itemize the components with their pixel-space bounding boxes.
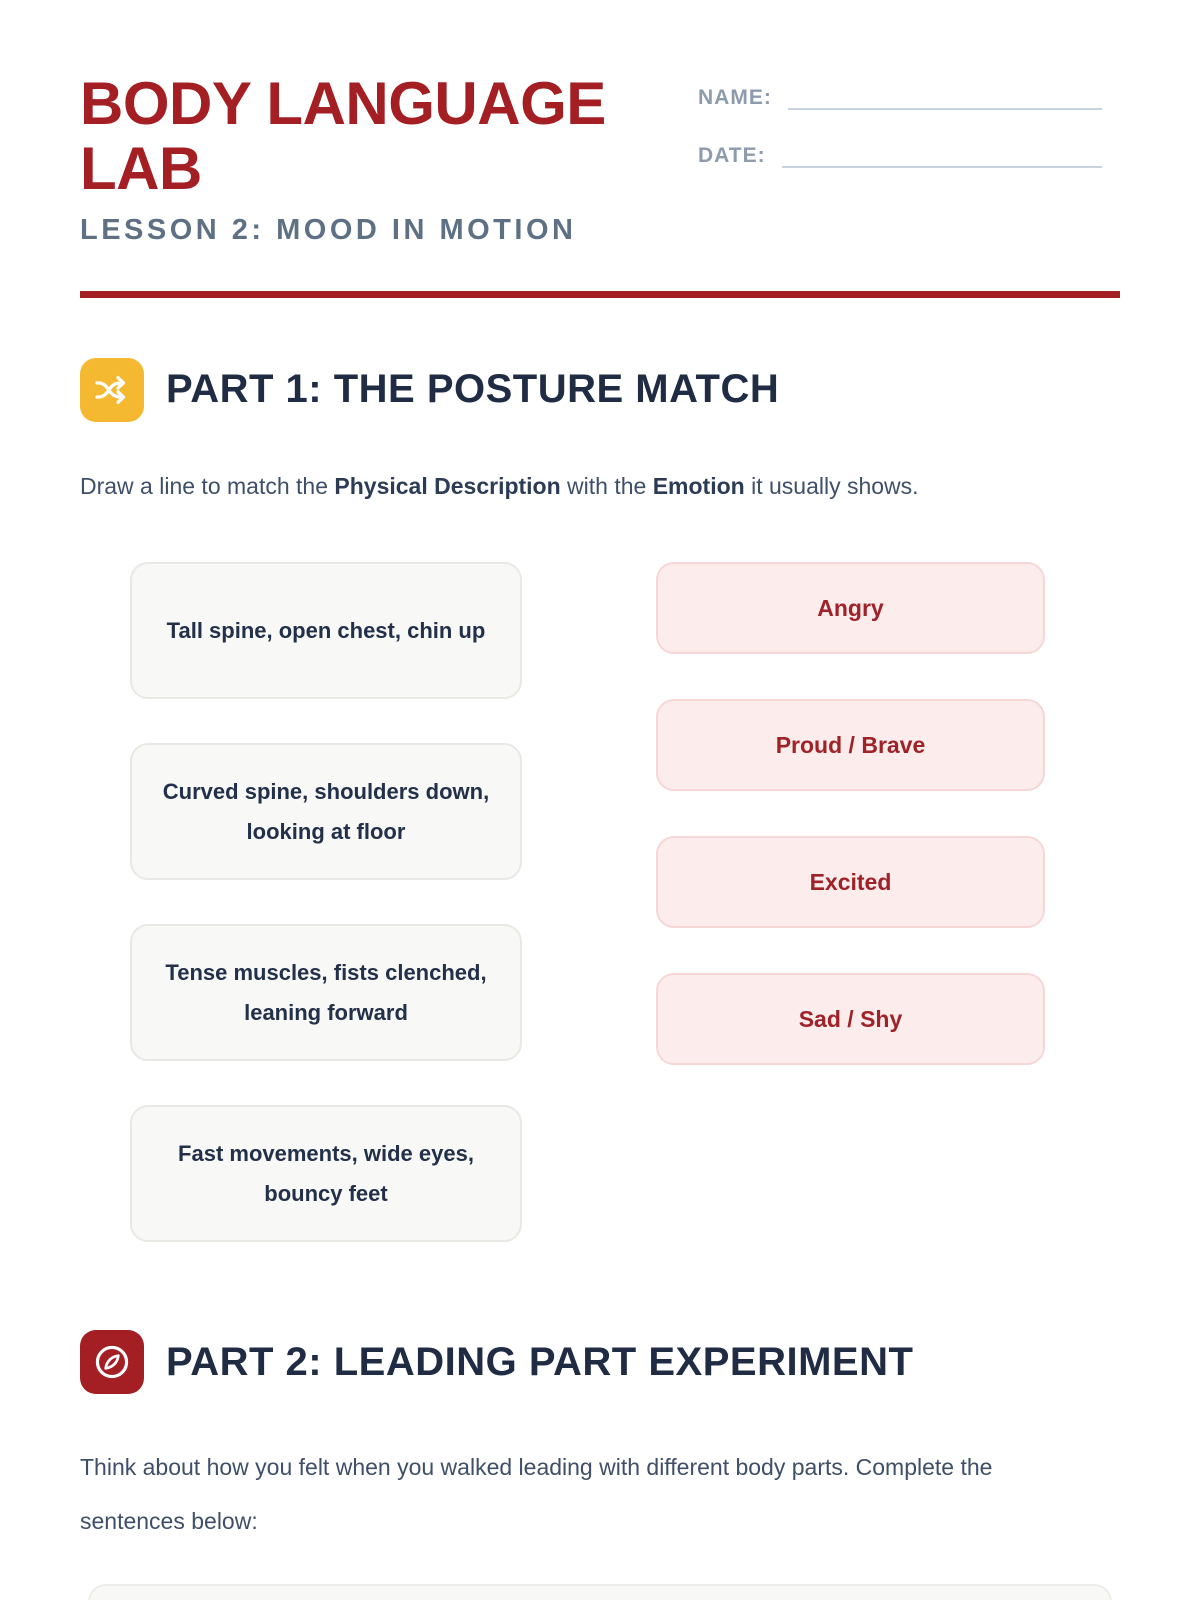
part1-instruction: Draw a line to match the Physical Descri…: [80, 468, 1120, 505]
header: BODY LANGUAGE LAB LESSON 2: MOOD IN MOTI…: [80, 70, 1120, 247]
instruction-bold-emotion: Emotion: [652, 472, 745, 499]
date-field: DATE:: [698, 138, 1102, 168]
worksheet-title: BODY LANGUAGE LAB: [80, 70, 606, 202]
title-divider: [80, 290, 1120, 298]
emotion-column: Angry Proud / Brave Excited Sad / Shy: [656, 562, 1045, 1066]
description-card[interactable]: Tall spine, open chest, chin up: [130, 562, 522, 700]
part2-heading: PART 2: LEADING PART EXPERIMENT: [166, 1339, 914, 1384]
date-label: DATE:: [698, 144, 766, 167]
description-column: Tall spine, open chest, chin up Curved s…: [130, 562, 522, 1243]
instruction-text: Draw a line to match the: [80, 472, 335, 499]
name-field: NAME:: [698, 80, 1102, 110]
emotion-card[interactable]: Angry: [656, 562, 1045, 655]
header-title-block: BODY LANGUAGE LAB LESSON 2: MOOD IN MOTI…: [80, 70, 625, 247]
emotion-card[interactable]: Sad / Shy: [656, 973, 1045, 1066]
instruction-text: with the: [560, 472, 653, 499]
part2-intro: Think about how you felt when you walked…: [80, 1454, 993, 1535]
emotion-card[interactable]: Excited: [656, 836, 1045, 929]
match-area: Tall spine, open chest, chin up Curved s…: [80, 562, 1120, 1243]
part1-heading: PART 1: THE POSTURE MATCH: [166, 367, 780, 412]
name-input-line[interactable]: [787, 80, 1102, 110]
shuffle-icon: [80, 357, 144, 422]
name-date-block: NAME: DATE:: [698, 72, 1120, 196]
answer-box[interactable]: [88, 1584, 1112, 1600]
date-input-line[interactable]: [781, 138, 1102, 168]
emotion-card[interactable]: Proud / Brave: [656, 699, 1045, 792]
description-card[interactable]: Tense muscles, fists clenched, leaning f…: [130, 924, 522, 1062]
lesson-subtitle: LESSON 2: MOOD IN MOTION: [80, 213, 577, 246]
description-card[interactable]: Fast movements, wide eyes, bouncy feet: [130, 1105, 522, 1243]
part2-header: PART 2: LEADING PART EXPERIMENT: [80, 1330, 1120, 1395]
part1-header: PART 1: THE POSTURE MATCH: [80, 357, 1120, 422]
part2-section: PART 2: LEADING PART EXPERIMENT Think ab…: [80, 1330, 1120, 1600]
name-label: NAME:: [698, 86, 772, 109]
instruction-text: it usually shows.: [744, 472, 919, 499]
instruction-bold-physical-description: Physical Description: [334, 472, 561, 499]
compass-icon: [80, 1330, 144, 1395]
description-card[interactable]: Curved spine, shoulders down, looking at…: [130, 743, 522, 881]
part1-section: PART 1: THE POSTURE MATCH Draw a line to…: [80, 357, 1120, 1243]
